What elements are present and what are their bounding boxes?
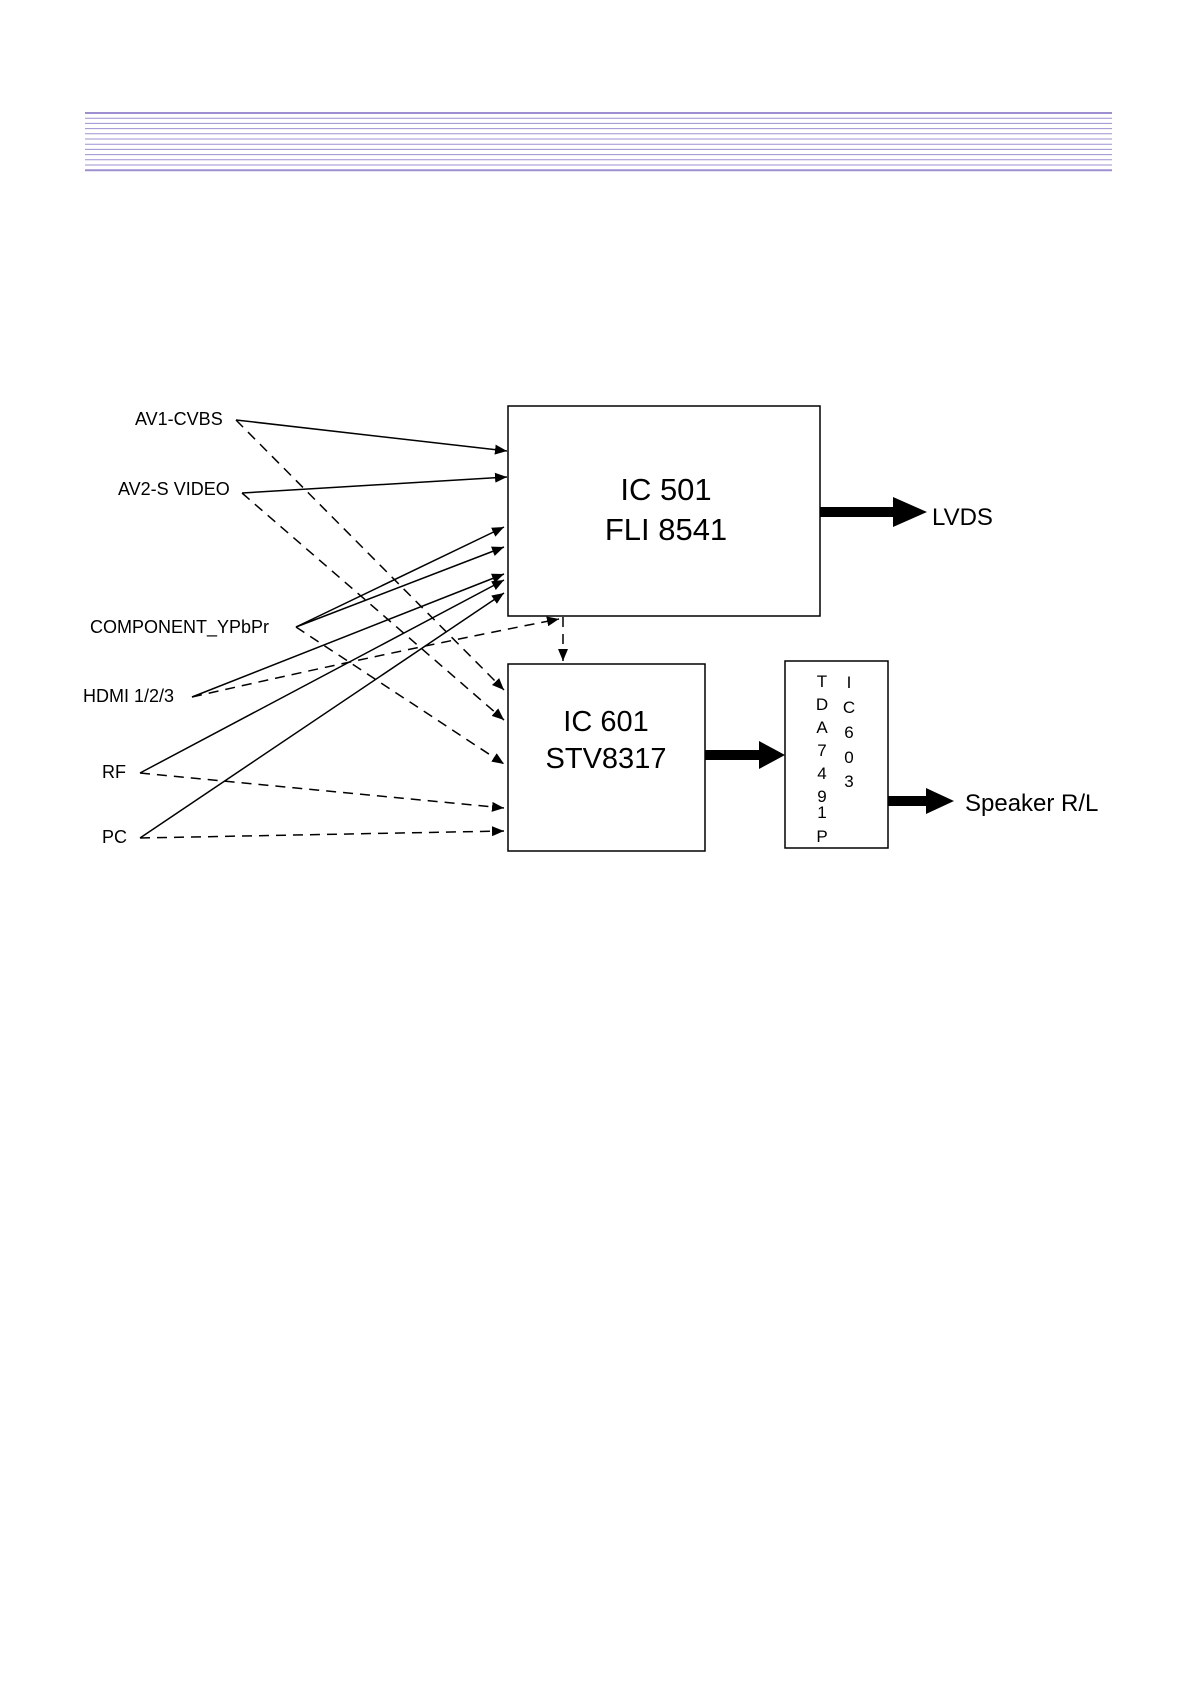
av1-to-ic601-dashed	[236, 420, 504, 690]
component-to-ic601-dashed	[296, 627, 504, 764]
ic501-title: IC 501	[620, 472, 711, 507]
ic603-ref-char: I	[847, 673, 852, 692]
lvds-output-arrow	[820, 497, 927, 527]
av2-to-ic601-dashed	[242, 493, 504, 720]
input-label-hdmi: HDMI 1/2/3	[83, 686, 174, 706]
av2-to-ic501-line	[242, 477, 507, 493]
ic603-part-char: 1	[817, 803, 826, 822]
rf-to-ic601-dashed	[140, 773, 504, 808]
ic601-to-ic603-arrow	[705, 741, 785, 769]
ic601-part: STV8317	[546, 743, 667, 775]
ic603-ref-char: 6	[844, 723, 853, 742]
ic603-reference: I C 6 0 3	[843, 673, 855, 791]
ic603-ref-char: 0	[844, 748, 853, 767]
rf-to-ic501-line	[140, 580, 504, 773]
output-label-speaker: Speaker R/L	[965, 790, 1098, 817]
input-label-pc: PC	[102, 827, 127, 847]
component-to-ic501-line-1	[296, 527, 504, 627]
ic603-part-char: A	[816, 718, 828, 737]
ic601-title: IC 601	[563, 706, 648, 738]
ic603-part-char: D	[816, 695, 828, 714]
av1-to-ic501-line	[236, 420, 507, 451]
ic603-part-number: T D A 7 4 9 1 P	[816, 672, 828, 846]
output-arrows	[705, 497, 954, 814]
ic501-part: FLI 8541	[605, 512, 727, 547]
ic603-ref-char: 3	[844, 772, 853, 791]
ic603-ref-char: C	[843, 698, 855, 717]
ic603-part-char: P	[816, 827, 827, 846]
ic603-part-char: 7	[817, 741, 826, 760]
ic501-block	[508, 406, 820, 616]
ic603-part-char: T	[817, 672, 827, 691]
output-label-lvds: LVDS	[932, 504, 993, 531]
ic603-block	[785, 661, 888, 848]
input-label-av1-cvbs: AV1-CVBS	[135, 409, 223, 429]
input-label-rf: RF	[102, 762, 126, 782]
pc-to-ic601-dashed	[140, 831, 504, 838]
ic603-part-char: 4	[817, 764, 826, 783]
speaker-output-arrow	[888, 788, 954, 814]
input-label-av2-s-video: AV2-S VIDEO	[118, 479, 230, 499]
input-label-component: COMPONENT_YPbPr	[90, 617, 269, 638]
